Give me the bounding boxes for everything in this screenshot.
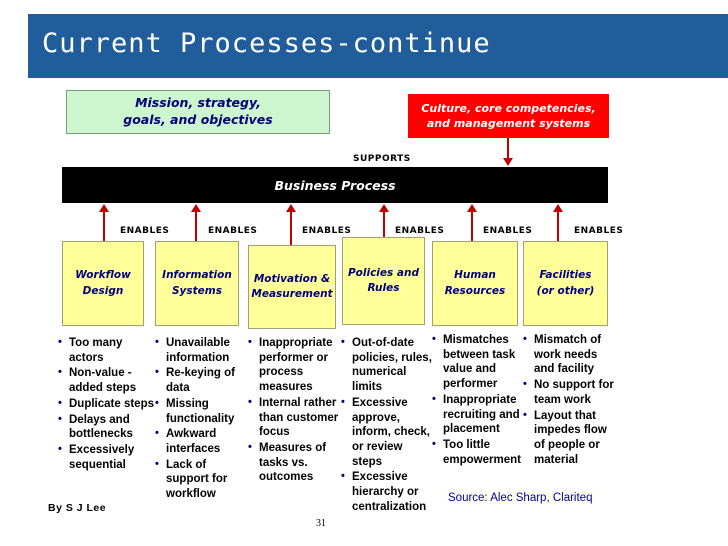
process-box-workflow-design: Workflow Design xyxy=(62,241,144,326)
process-box-policies-rules: Policies and Rules xyxy=(342,237,425,325)
list-item: Delays and bottlenecks xyxy=(58,412,154,442)
process-box-label-line-1: Motivation & xyxy=(253,272,331,285)
title-bar: Current Processes-continue xyxy=(28,14,728,78)
enables-arrow-line xyxy=(195,211,197,241)
issue-list-facilities: Mismatch of work needs and facility No s… xyxy=(523,332,615,468)
enables-arrow-line xyxy=(383,211,385,237)
source-citation: Source: Alec Sharp, Clariteq xyxy=(446,492,595,504)
list-item: Excessive approve, inform, check, or rev… xyxy=(341,395,433,470)
enables-arrow-line xyxy=(557,211,559,241)
culture-supports-arrow-line xyxy=(507,138,509,158)
issue-list-human-resources: Mismatches between task value and perfor… xyxy=(432,332,524,468)
enables-arrow-head xyxy=(99,204,109,212)
enables-label-5: ENABLES xyxy=(483,226,533,236)
issue-list-workflow-design: Too many actors Non-value -added steps D… xyxy=(58,335,154,473)
process-box-facilities: Facilities (or other) xyxy=(523,241,608,326)
author-label: By S J Lee xyxy=(48,502,107,514)
business-process-bar: Business Process xyxy=(62,167,608,203)
list-item: Measures of tasks vs. outcomes xyxy=(248,440,342,485)
list-item: Unavailable information xyxy=(155,335,247,365)
enables-label-3: ENABLES xyxy=(302,226,352,236)
mission-box-line-1: Mission, strategy, xyxy=(135,95,261,111)
process-box-label-line-1: Information xyxy=(162,269,232,282)
enables-label-6: ENABLES xyxy=(574,226,624,236)
business-process-label: Business Process xyxy=(274,177,396,193)
enables-label-1: ENABLES xyxy=(120,226,170,236)
culture-box-line-2: and management systems xyxy=(426,117,591,130)
list-item: Out-of-date policies, rules, numerical l… xyxy=(341,335,433,395)
page-number: 31 xyxy=(316,518,326,529)
list-item: Inappropriate performer or process measu… xyxy=(248,335,342,395)
enables-arrow-head xyxy=(379,204,389,212)
enables-arrow-line xyxy=(103,211,105,241)
process-box-label-line-1: Human xyxy=(454,269,496,282)
process-box-information-systems: Information Systems xyxy=(155,241,239,326)
list-item: Layout that impedes flow of people or ma… xyxy=(523,408,615,468)
enables-arrow-line xyxy=(290,211,292,245)
supports-label: SUPPORTS xyxy=(353,154,411,164)
list-item: Excessive hierarchy or centralization xyxy=(341,469,433,514)
list-item: No support for team work xyxy=(523,377,615,407)
list-item: Internal rather than customer focus xyxy=(248,395,342,440)
list-item: Mismatches between task value and perfor… xyxy=(432,332,524,392)
process-box-motivation-measurement: Motivation & Measurement xyxy=(248,245,336,329)
enables-arrow-head xyxy=(467,204,477,212)
enables-label-4: ENABLES xyxy=(395,226,445,236)
process-box-label-line-2: Resources xyxy=(444,284,506,297)
issue-list-motivation-measurement: Inappropriate performer or process measu… xyxy=(248,335,342,486)
list-item: Mismatch of work needs and facility xyxy=(523,332,615,377)
enables-arrow-head xyxy=(553,204,563,212)
process-box-label-line-2: Design xyxy=(82,284,124,297)
slide-title: Current Processes-continue xyxy=(42,28,491,59)
list-item: Awkward interfaces xyxy=(155,426,247,456)
process-box-label-line-2: Rules xyxy=(367,282,400,294)
enables-label-2: ENABLES xyxy=(208,226,258,236)
enables-arrow-head xyxy=(286,204,296,212)
issue-list-policies-rules: Out-of-date policies, rules, numerical l… xyxy=(341,335,433,516)
process-box-label-line-2: Systems xyxy=(172,284,222,297)
list-item: Excessively sequential xyxy=(58,442,154,472)
process-box-label-line-2: (or other) xyxy=(536,284,595,297)
enables-arrow-line xyxy=(471,211,473,241)
process-box-human-resources: Human Resources xyxy=(432,241,518,326)
mission-strategy-box: Mission, strategy, goals, and objectives xyxy=(66,90,330,134)
process-box-label-line-1: Facilities xyxy=(539,269,592,282)
list-item: Inappropriate recruiting and placement xyxy=(432,392,524,437)
culture-box-line-1: Culture, core competencies, xyxy=(421,101,596,115)
process-box-label-line-2: Measurement xyxy=(251,288,333,300)
enables-arrow-head xyxy=(191,204,201,212)
list-item: Too little empowerment xyxy=(432,437,524,467)
process-box-label-line-1: Policies and xyxy=(347,266,420,279)
issue-list-information-systems: Unavailable information Re-keying of dat… xyxy=(155,335,247,503)
list-item: Lack of support for workflow xyxy=(155,457,247,502)
list-item: Duplicate steps xyxy=(58,396,154,412)
list-item: Too many actors xyxy=(58,335,154,365)
list-item: Missing functionality xyxy=(155,396,247,426)
list-item: Re-keying of data xyxy=(155,365,247,395)
culture-supports-arrow-head xyxy=(503,158,513,166)
list-item: Non-value -added steps xyxy=(58,365,154,395)
mission-box-line-2: goals, and objectives xyxy=(123,112,273,127)
culture-competencies-box: Culture, core competencies, and manageme… xyxy=(408,94,609,138)
process-box-label-line-1: Workflow xyxy=(75,269,131,282)
